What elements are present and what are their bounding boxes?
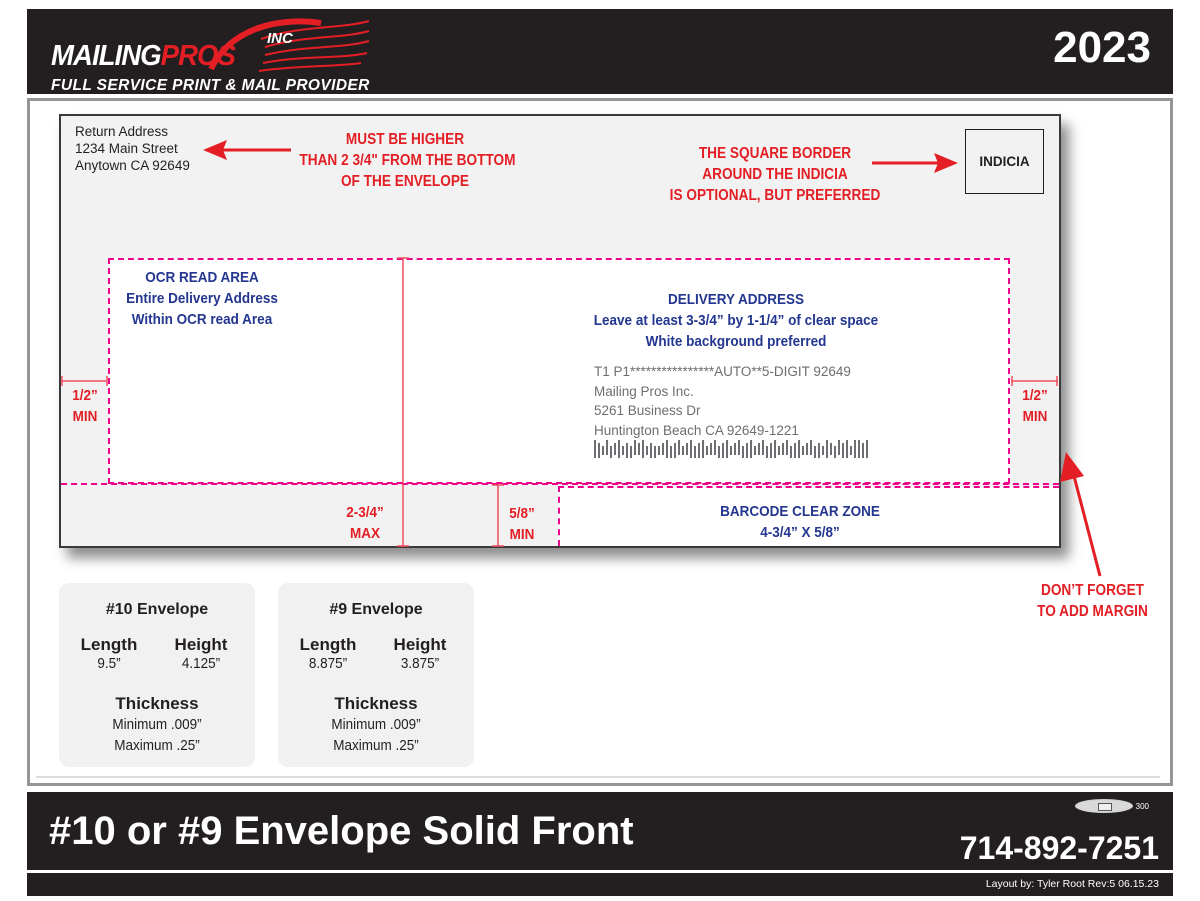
arrow-up-icon bbox=[1060, 452, 1102, 577]
dim-value: 5/8” bbox=[509, 505, 535, 522]
logo-mailing: MAILING bbox=[51, 40, 162, 72]
header-banner: MAILINGPROS INC FULL SERVICE PRINT & MAI… bbox=[27, 9, 1173, 94]
note-line: AROUND THE INDICIA bbox=[702, 166, 848, 183]
note-line: TO ADD MARGIN bbox=[1037, 603, 1148, 620]
delivery-address-note: DELIVERY ADDRESS Leave at least 3-3/4” b… bbox=[583, 289, 889, 352]
barcode-clear-zone bbox=[558, 486, 1059, 546]
note-line: THAN 2 3/4" FROM THE BOTTOM bbox=[299, 152, 516, 169]
right-margin-dimension-line bbox=[1011, 376, 1058, 386]
left-margin-label: 1/2” MIN bbox=[64, 385, 105, 427]
dim-qualifier: MAX bbox=[349, 525, 381, 542]
ocr-area-note: OCR READ AREA Entire Delivery Address Wi… bbox=[117, 267, 286, 330]
layout-credits: Layout by: Tyler Root Rev:5 06.15.23 bbox=[985, 878, 1159, 890]
spec-card-9: #9 Envelope Length 8.875” Height 3.875” … bbox=[278, 583, 474, 767]
return-address-line: Return Address bbox=[75, 124, 169, 139]
note-line: MUST BE HIGHER bbox=[345, 131, 465, 148]
union-number: 300 bbox=[1135, 801, 1149, 811]
spec-value: Maximum .25” bbox=[114, 737, 200, 754]
spec-height: Height 4.125” bbox=[161, 635, 241, 673]
ocr-height-label: 2-3/4” MAX bbox=[335, 502, 394, 544]
footer-banner: #10 or #9 Envelope Solid Front 300 714-8… bbox=[27, 792, 1173, 870]
dim-value: 1/2” bbox=[1022, 387, 1048, 404]
spec-value: 8.875” bbox=[308, 655, 348, 672]
note-line: IS OPTIONAL, BUT PREFERRED bbox=[669, 187, 881, 204]
logo-tagline: FULL SERVICE PRINT & MAIL PROVIDER bbox=[51, 77, 370, 94]
return-address: Return Address 1234 Main Street Anytown … bbox=[75, 123, 190, 174]
spec-card-10: #10 Envelope Length 9.5” Height 4.125” T… bbox=[59, 583, 255, 767]
spec-label: Thickness bbox=[115, 694, 199, 713]
note-line: BARCODE CLEAR ZONE bbox=[720, 503, 880, 520]
spec-value: 4.125” bbox=[181, 655, 221, 672]
spec-value: Minimum .009” bbox=[331, 716, 421, 733]
spec-thickness: Thickness Minimum .009” Maximum .25” bbox=[278, 694, 474, 756]
spec-label: Height bbox=[393, 635, 447, 654]
spec-label: Thickness bbox=[334, 694, 418, 713]
spec-height: Height 3.875” bbox=[380, 635, 460, 673]
spec-value: Minimum .009” bbox=[112, 716, 202, 733]
return-address-note: MUST BE HIGHER THAN 2 3/4" FROM THE BOTT… bbox=[299, 129, 516, 192]
logo-pros: PROS bbox=[160, 40, 236, 72]
return-address-line: 1234 Main Street bbox=[75, 141, 178, 156]
spec-thickness: Thickness Minimum .009” Maximum .25” bbox=[59, 694, 255, 756]
spec-label: Height bbox=[174, 635, 228, 654]
year-label: 2023 bbox=[1053, 23, 1151, 72]
spec-value: Maximum .25” bbox=[333, 737, 419, 754]
divider bbox=[36, 776, 1160, 778]
note-line: OCR READ AREA bbox=[145, 269, 259, 286]
note-line: DELIVERY ADDRESS bbox=[667, 291, 805, 308]
intelligent-mail-barcode-icon bbox=[594, 440, 868, 458]
barcode-zone-top-line bbox=[61, 483, 1059, 485]
spec-label: Length bbox=[299, 635, 357, 654]
address-line: Mailing Pros Inc. bbox=[594, 383, 694, 399]
dim-qualifier: MIN bbox=[1022, 408, 1048, 425]
arrow-left-icon bbox=[203, 140, 291, 160]
barcode-zone-note: BARCODE CLEAR ZONE 4-3/4” X 5/8” bbox=[710, 501, 890, 543]
note-line: White background preferred bbox=[645, 333, 827, 350]
address-endorsement-line: T1 P1****************AUTO**5-DIGIT 92649 bbox=[594, 364, 851, 379]
left-margin-dimension-line bbox=[61, 376, 108, 386]
address-line: Huntington Beach CA 92649-1221 bbox=[594, 422, 799, 438]
swoosh-icon bbox=[208, 18, 370, 72]
barcode-height-label: 5/8” MIN bbox=[504, 503, 540, 545]
mailing-pros-logo: MAILINGPROS INC FULL SERVICE PRINT & MAI… bbox=[51, 18, 371, 94]
arrow-right-icon bbox=[872, 153, 958, 173]
return-address-line: Anytown CA 92649 bbox=[75, 158, 190, 173]
note-line: DON’T FORGET bbox=[1040, 582, 1145, 599]
logo-inc: INC bbox=[267, 30, 293, 47]
page-title: #10 or #9 Envelope Solid Front bbox=[49, 809, 634, 853]
delivery-address: T1 P1****************AUTO**5-DIGIT 92649… bbox=[594, 362, 851, 440]
note-line: OF THE ENVELOPE bbox=[340, 173, 470, 190]
spec-value: 9.5” bbox=[97, 655, 121, 672]
union-label: 300 bbox=[1074, 798, 1149, 814]
logo-wordmark: MAILINGPROS bbox=[51, 40, 236, 73]
note-line: Entire Delivery Address bbox=[126, 290, 278, 307]
sub-footer: Layout by: Tyler Root Rev:5 06.15.23 bbox=[27, 873, 1173, 896]
phone-number: 714-892-7251 bbox=[959, 830, 1159, 866]
margin-note: DON’T FORGET TO ADD MARGIN bbox=[1033, 580, 1152, 622]
note-line: 4-3/4” X 5/8” bbox=[760, 524, 840, 541]
indicia-note: THE SQUARE BORDER AROUND THE INDICIA IS … bbox=[669, 143, 881, 206]
spec-label: Length bbox=[80, 635, 138, 654]
dim-qualifier: MIN bbox=[509, 526, 535, 543]
note-line: Leave at least 3-3/4” by 1-1/4” of clear… bbox=[593, 312, 879, 329]
ocr-height-dimension-line bbox=[397, 257, 409, 547]
dim-value: 2-3/4” bbox=[346, 504, 384, 521]
note-line: THE SQUARE BORDER bbox=[698, 145, 852, 162]
address-line: 5261 Business Dr bbox=[594, 403, 701, 418]
spec-title: #10 Envelope bbox=[105, 601, 209, 618]
right-margin-label: 1/2” MIN bbox=[1014, 385, 1055, 427]
dim-value: 1/2” bbox=[72, 387, 98, 404]
barcode-height-dimension-line bbox=[492, 484, 504, 547]
spec-value: 3.875” bbox=[400, 655, 440, 672]
spec-length: Length 9.5” bbox=[69, 635, 149, 673]
spec-title: #9 Envelope bbox=[329, 601, 423, 618]
dim-qualifier: MIN bbox=[72, 408, 98, 425]
union-bug-icon bbox=[1074, 799, 1133, 813]
spec-length: Length 8.875” bbox=[288, 635, 368, 673]
note-line: Within OCR read Area bbox=[131, 311, 273, 328]
indicia-box: INDICIA bbox=[965, 129, 1044, 194]
